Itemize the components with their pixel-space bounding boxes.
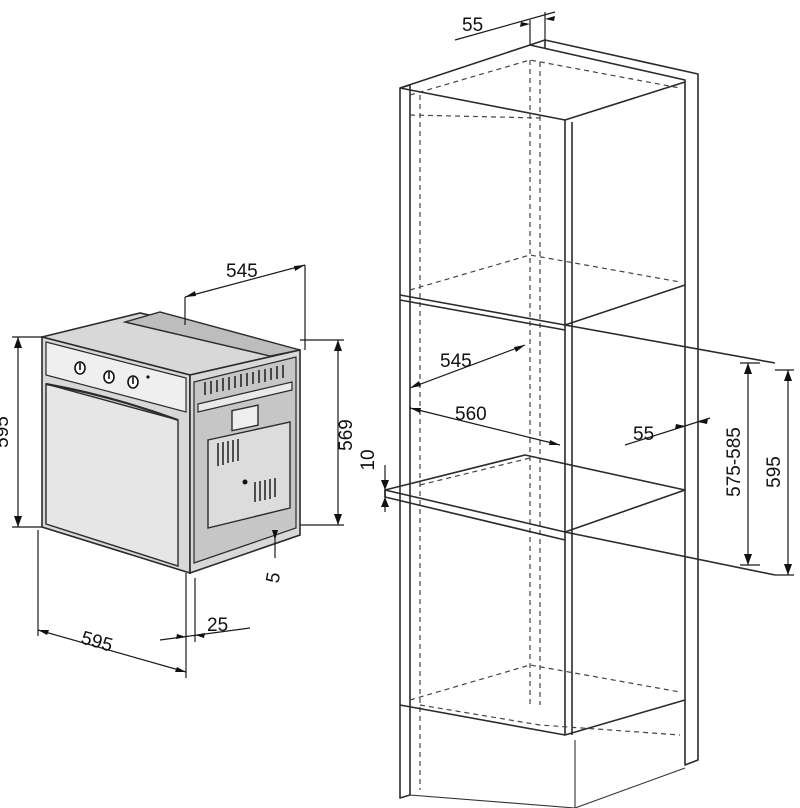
knob-icon <box>74 361 86 375</box>
knob-icon <box>127 375 139 389</box>
dim-shelf-thickness: 10 <box>358 449 379 470</box>
oven-dimensions <box>12 264 344 678</box>
dim-bottom-gap: 5 <box>263 571 286 585</box>
cabinet-dimensions <box>381 11 794 576</box>
dim-oven-depth: 545 <box>226 261 258 282</box>
dim-oven-body-height: 569 <box>336 419 357 451</box>
oven-door <box>45 383 179 567</box>
knob-icon <box>103 370 115 384</box>
vent-grille <box>204 365 284 395</box>
dim-cabinet-side-gap: 55 <box>633 424 654 445</box>
screw-icon <box>242 479 248 485</box>
dim-cabinet-rear-gap: 55 <box>462 15 483 36</box>
door-handle <box>45 382 179 422</box>
vent-grille <box>254 478 276 502</box>
dim-niche-height: 575-585 <box>724 427 745 497</box>
dim-cabinet-width: 560 <box>455 404 487 425</box>
dim-cabinet-niche-height: 595 <box>764 456 785 488</box>
dim-front-panel-depth: 25 <box>207 615 228 636</box>
dim-oven-height: 595 <box>0 416 13 448</box>
oven-drawing <box>41 311 301 575</box>
carry-handle <box>231 404 259 432</box>
indicator-light-icon <box>146 375 150 379</box>
vent-grille <box>217 439 239 466</box>
dim-cabinet-depth: 545 <box>440 351 472 372</box>
control-strip <box>45 341 187 413</box>
cabinet-drawing <box>384 39 776 808</box>
side-rail <box>197 381 293 413</box>
dim-oven-width: 595 <box>79 628 115 657</box>
